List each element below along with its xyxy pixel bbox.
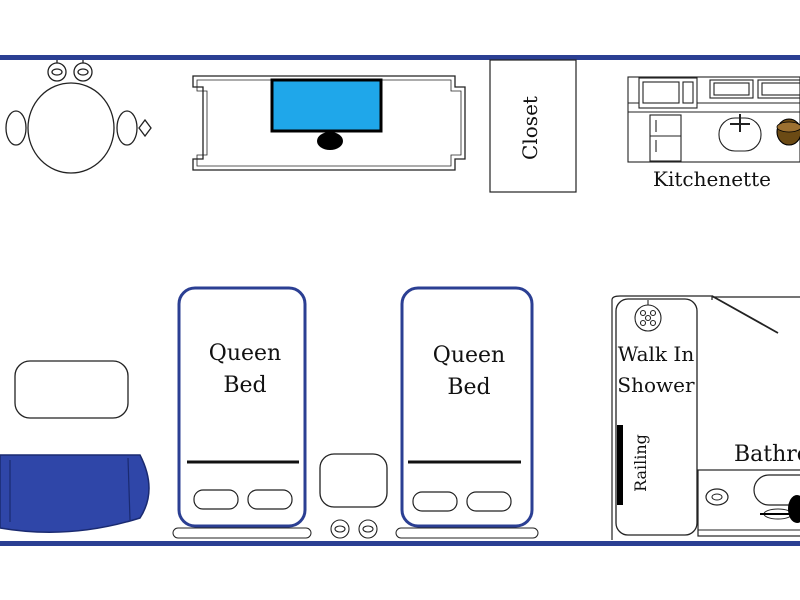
bed-2-label-line2: Bed <box>447 375 490 400</box>
ottoman <box>14 360 129 419</box>
closet: Closet <box>489 59 577 193</box>
queen-bed-1: Queen Bed <box>172 286 312 539</box>
railing-bar <box>617 425 623 505</box>
toilet-icon <box>788 495 800 523</box>
bathroom-fixtures <box>697 469 800 537</box>
shower-label-line1: Walk In <box>618 342 695 366</box>
bed-2-label-line1: Queen <box>433 343 505 368</box>
kitchenette-label: Kitchenette <box>653 167 771 191</box>
top-wall <box>0 55 800 60</box>
round-table-with-chairs-icon <box>5 60 152 174</box>
sink-icon <box>705 488 729 506</box>
kitchen-appliances-icon <box>627 76 800 163</box>
sofa-icon <box>0 454 150 533</box>
railing-label: Railing <box>631 434 650 492</box>
pillow <box>412 491 458 512</box>
bed-1-label-line1: Queen <box>209 341 281 366</box>
tv-on-console-icon <box>192 75 466 171</box>
queen-bed-2: Queen Bed <box>395 286 539 539</box>
shower-label-line2: Shower <box>617 373 695 397</box>
pillow <box>247 489 293 510</box>
bathroom-walls <box>611 295 800 540</box>
closet-label: Closet <box>518 96 542 160</box>
pillow <box>466 491 512 512</box>
tv-screen <box>270 78 383 133</box>
bottom-wall <box>0 541 800 546</box>
vanity-basin <box>753 474 800 506</box>
nightstand-icon <box>319 453 388 508</box>
bathroom-label: Bathroom <box>734 442 800 467</box>
pillow <box>193 489 239 510</box>
shower-head-icon <box>634 300 662 332</box>
refrigerator <box>649 114 682 162</box>
walk-in-shower: Walk In Shower Railing <box>615 298 698 536</box>
bed-1-label-line2: Bed <box>223 373 266 398</box>
lamp-icon <box>330 519 378 539</box>
